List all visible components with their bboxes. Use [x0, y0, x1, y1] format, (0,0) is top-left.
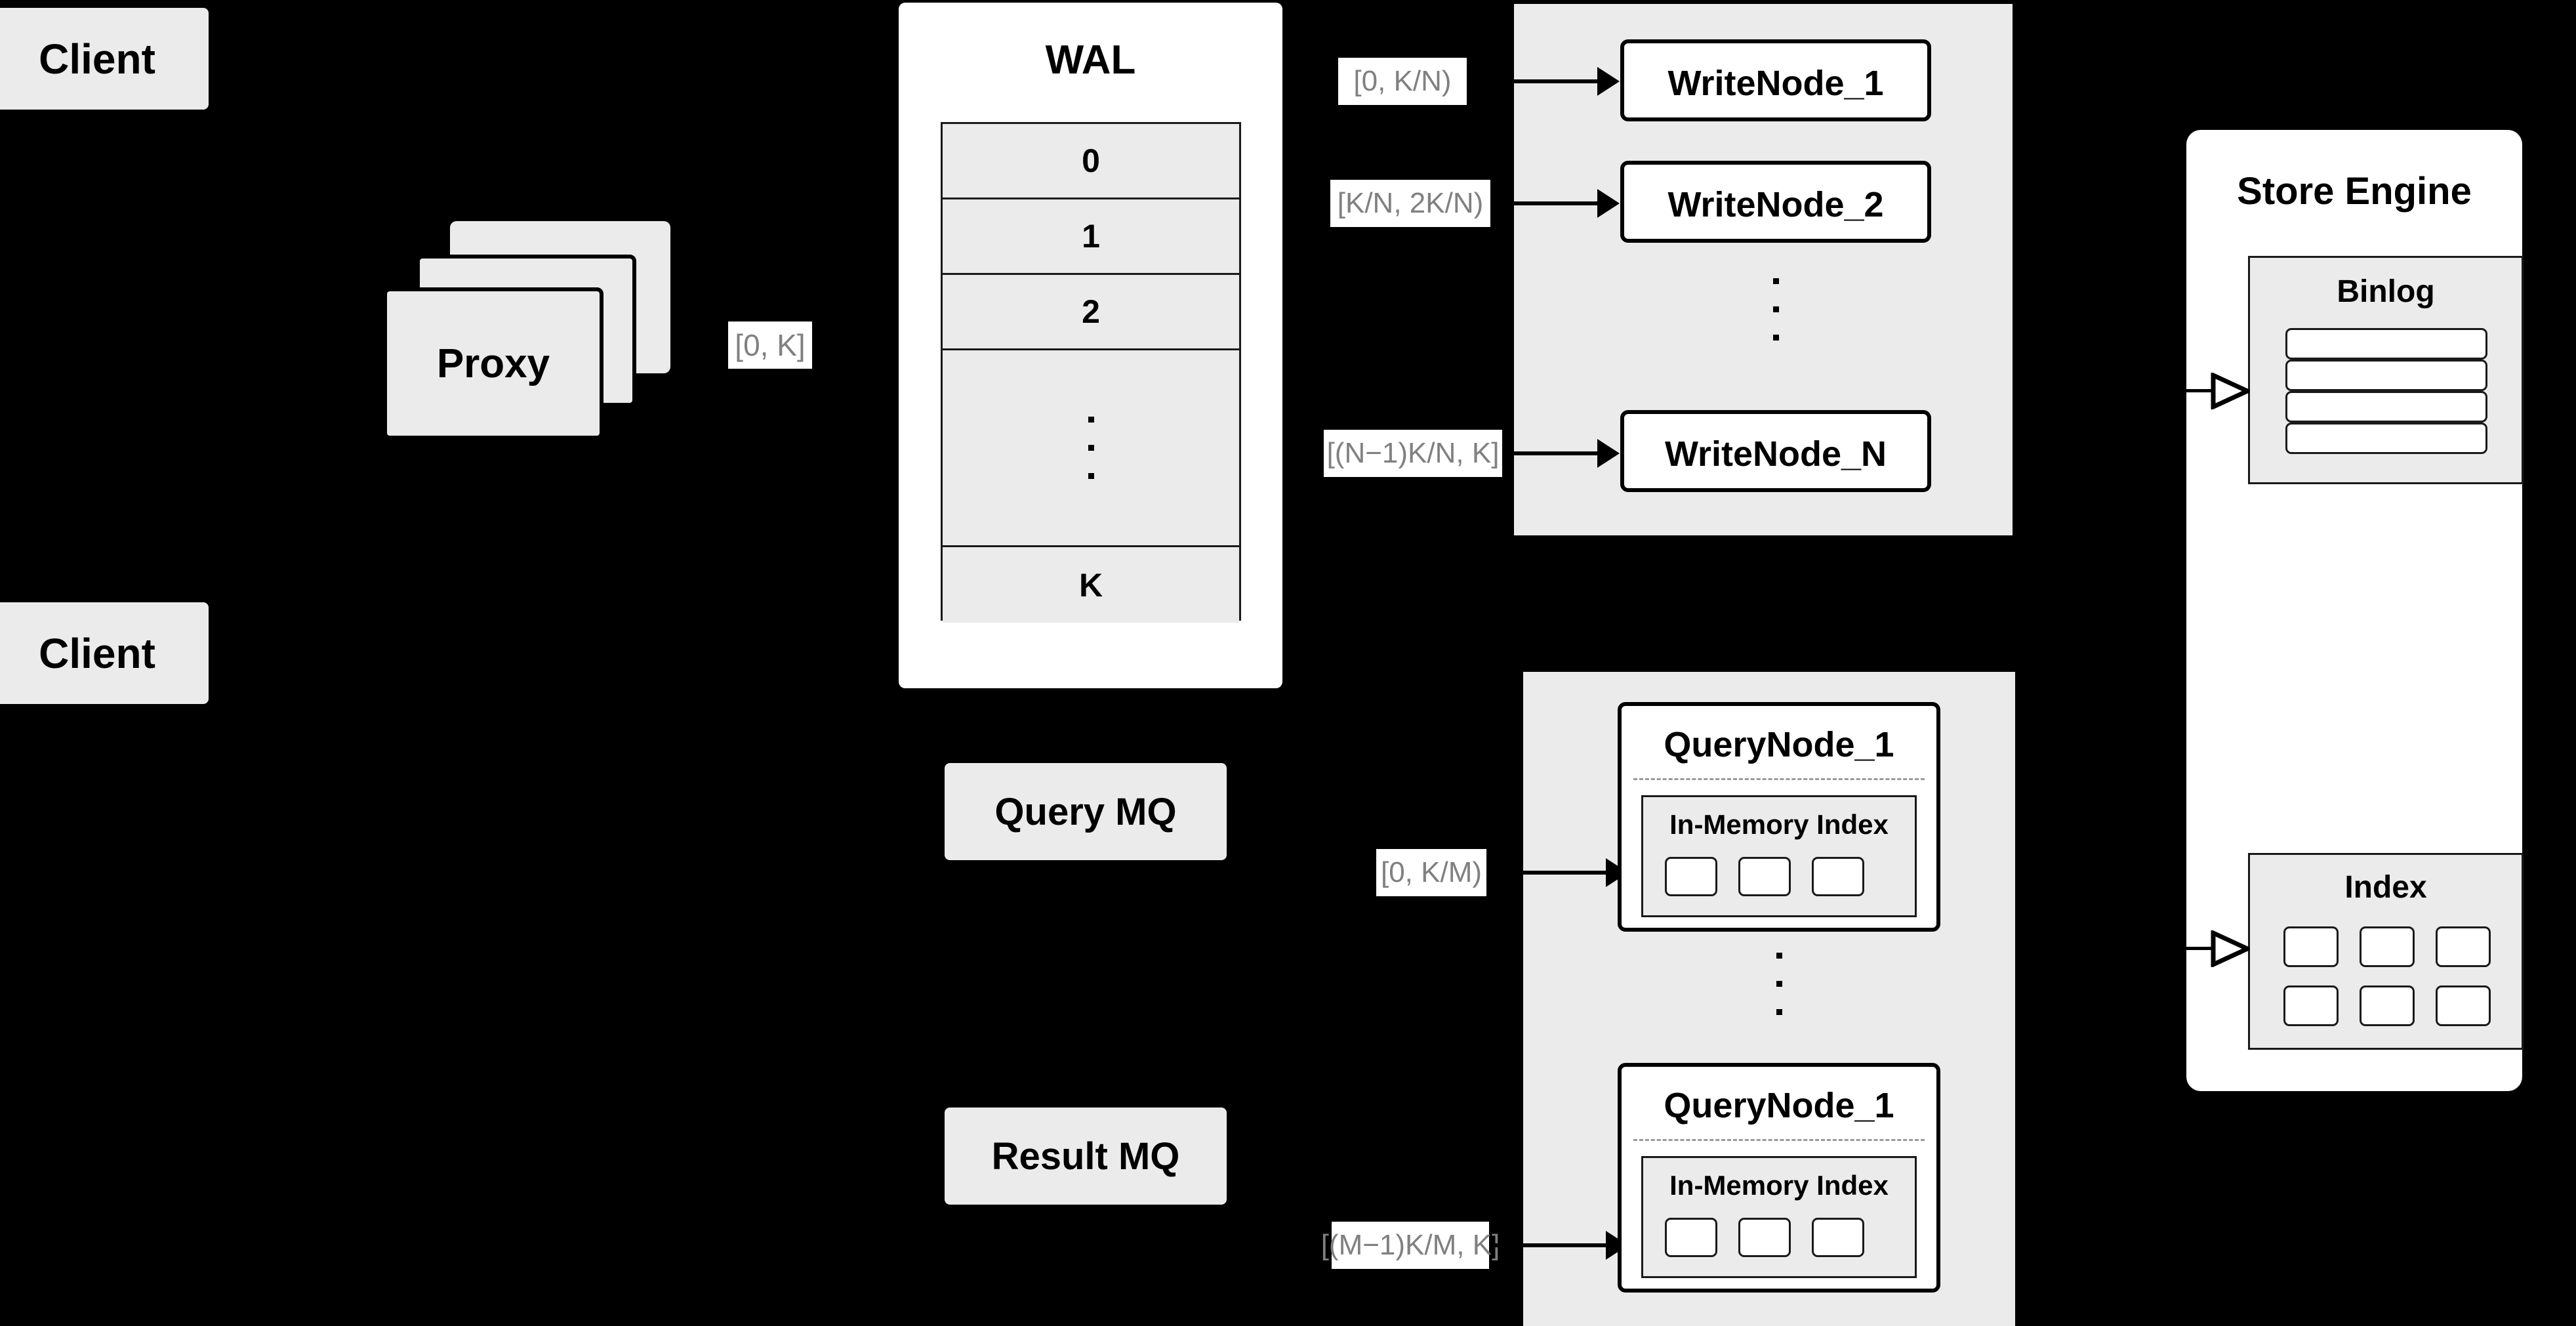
wal-row-k: K: [943, 547, 1239, 623]
binlog-bar: [2285, 360, 2487, 391]
query-node-ellipsis: [1774, 953, 1784, 1015]
proxy-label: Proxy: [436, 341, 550, 386]
vertical-dot-icon: [1776, 1009, 1782, 1015]
vertical-dot-icon: [1088, 445, 1094, 451]
arrow-line-writenode-2: [1496, 201, 1599, 205]
write-node-1-label: WriteNode_1: [1667, 64, 1884, 103]
binlog-bar: [2285, 391, 2487, 423]
store-index-cell: [2436, 926, 2491, 967]
arrow-line-binlog: [2186, 389, 2213, 392]
vertical-dot-icon: [1772, 335, 1779, 341]
wal-row-1: 1: [943, 199, 1239, 275]
store-index-cell: [2360, 926, 2415, 967]
index-cell: [1812, 1218, 1864, 1257]
write-node-2[interactable]: [1620, 161, 1931, 243]
store-index-cell: [2436, 985, 2491, 1026]
wal-title: WAL: [1045, 37, 1136, 83]
query-node-m-divider: [1633, 1139, 1925, 1141]
client-box-1[interactable]: Client: [0, 8, 209, 110]
client-label-2: Client: [39, 629, 155, 677]
arrow-head-writenode-n: [1597, 439, 1620, 468]
vertical-dot-icon: [1088, 473, 1094, 479]
store-index-cell: [2283, 926, 2339, 967]
write-node-n-label: WriteNode_N: [1664, 434, 1887, 474]
proxy-box[interactable]: Proxy: [383, 287, 603, 440]
client-box-2[interactable]: Client: [0, 602, 209, 704]
arrow-line-writenode-n: [1505, 451, 1599, 455]
write-node-ellipsis: [1771, 278, 1780, 341]
index-cell: [1738, 857, 1791, 896]
result-mq-label: Result MQ: [991, 1134, 1180, 1178]
binlog-bar: [2285, 423, 2487, 454]
arrow-line-writenode-1: [1475, 79, 1599, 83]
arrow-line-store-index: [2186, 947, 2213, 950]
vertical-dot-icon: [1088, 417, 1094, 423]
write-node-1[interactable]: [1620, 39, 1931, 121]
arrow-line-querynode-1: [1490, 871, 1608, 875]
index-cell: [1812, 857, 1864, 896]
result-mq-box[interactable]: Result MQ: [945, 1108, 1227, 1205]
range-label-writenode-1: [0, K/N): [1338, 58, 1467, 105]
wal-row-2: 2: [943, 275, 1239, 350]
binlog-bar: [2285, 328, 2487, 360]
store-index-title: Index: [2344, 870, 2427, 905]
query-node-m-label: QueryNode_1: [1664, 1086, 1894, 1125]
arrow-head-writenode-1: [1597, 67, 1620, 96]
query-node-1-inmemory-index-title: In-Memory Index: [1669, 809, 1889, 840]
wal-row-ellipsis: [943, 350, 1239, 547]
store-engine-title: Store Engine: [2237, 170, 2472, 213]
binlog-title: Binlog: [2337, 274, 2435, 309]
query-node-1-divider: [1633, 778, 1925, 780]
vertical-dot-icon: [1772, 278, 1779, 284]
query-node-1-inmemory-index: [1641, 795, 1917, 917]
range-label-writenode-2: [K/N, 2K/N): [1330, 180, 1490, 227]
query-mq-box[interactable]: Query MQ: [945, 763, 1227, 860]
range-label-querynode-m: [(M−1)K/M, K]: [1321, 1222, 1500, 1269]
vertical-dot-icon: [1776, 981, 1782, 987]
arrow-head-writenode-2: [1597, 189, 1620, 218]
index-cell: [1665, 1218, 1717, 1257]
client-label-1: Client: [39, 35, 155, 83]
write-node-2-label: WriteNode_2: [1667, 185, 1884, 224]
range-label-writenode-n: [(N−1)K/N, K]: [1324, 430, 1502, 477]
vertical-dot-icon: [1776, 953, 1782, 959]
range-label-proxy-wal: [0, K]: [728, 321, 812, 369]
query-node-1-label: QueryNode_1: [1664, 725, 1894, 764]
range-label-querynode-1: [0, K/M): [1376, 849, 1486, 896]
query-mq-label: Query MQ: [994, 790, 1177, 833]
query-node-m-inmemory-index-title: In-Memory Index: [1669, 1170, 1889, 1201]
index-cell: [1665, 857, 1717, 896]
index-cell: [1738, 1218, 1791, 1257]
arrow-head-binlog: [2211, 373, 2250, 409]
wal-table: 0 1 2 K: [941, 122, 1241, 623]
store-index-cell: [2360, 985, 2415, 1026]
query-node-m-inmemory-index: [1641, 1156, 1917, 1278]
store-index-cell: [2283, 985, 2339, 1026]
wal-row-0: 0: [943, 124, 1239, 199]
arrow-line-querynode-m: [1493, 1243, 1608, 1247]
write-node-n[interactable]: [1620, 410, 1931, 492]
vertical-dot-icon: [1772, 306, 1779, 312]
arrow-head-store-index: [2211, 930, 2250, 967]
